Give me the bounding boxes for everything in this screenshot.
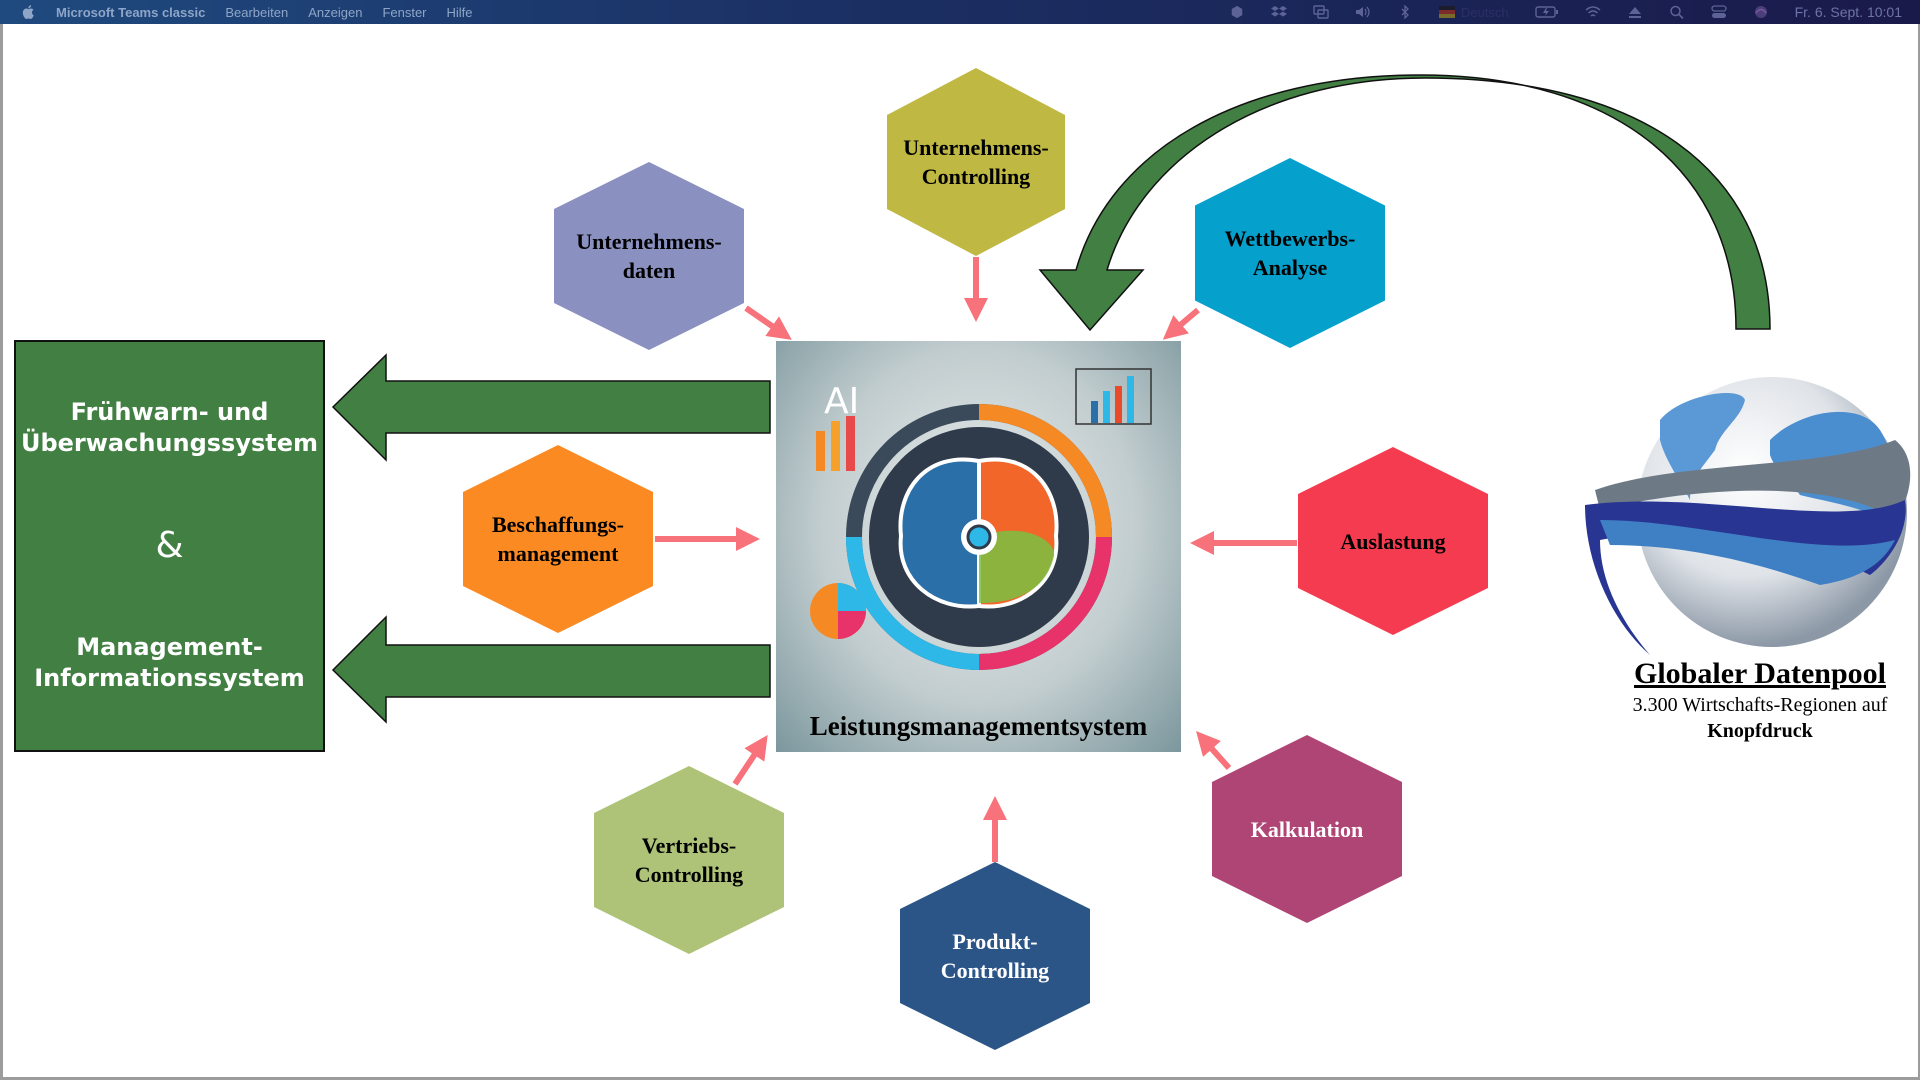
hexagon-line2: Controlling	[634, 862, 744, 887]
battery-charging-icon[interactable]	[1534, 5, 1559, 19]
menu-app-name[interactable]: Microsoft Teams classic	[56, 4, 206, 20]
output-arrow-mis	[331, 615, 771, 724]
siri-icon[interactable]	[1753, 5, 1769, 19]
hexagon-line1: Auslastung	[1340, 528, 1446, 554]
mis-line1: Management-	[76, 633, 263, 661]
fruehwarn-line2: Überwachungssystem	[20, 429, 319, 457]
center-label: Leistungsmanagementsystem	[809, 711, 1148, 741]
eject-icon[interactable]	[1627, 5, 1643, 19]
screen-mirroring-icon[interactable]	[1313, 5, 1329, 19]
fruehwarn-mis-box: Frühwarn- und Überwachungssystem & Manag…	[14, 340, 325, 752]
menu-fenster[interactable]: Fenster	[382, 4, 427, 20]
ampersand: &	[155, 525, 184, 566]
volume-icon[interactable]	[1355, 5, 1371, 19]
search-icon[interactable]	[1669, 5, 1685, 19]
ai-brain-illustration	[810, 368, 1152, 670]
hexagon-line2: daten	[622, 258, 676, 283]
hexagon-unternehmensdaten: Unternehmens-daten	[554, 162, 744, 350]
hexagon-line2: Analyse	[1252, 255, 1328, 280]
menu-bar: Microsoft Teams classic Bearbeiten Anzei…	[0, 0, 1920, 24]
apple-icon[interactable]	[22, 4, 36, 20]
global-datapool-subtitle2: Knopfdruck	[1707, 720, 1813, 742]
ai-badge: AI	[824, 381, 860, 422]
input-language: Deutsch	[1460, 4, 1509, 20]
leistungsmanagement-center: AI Leistungsmanagementsystem	[776, 341, 1181, 752]
menu-hilfe[interactable]: Hilfe	[446, 4, 473, 20]
dropbox-icon[interactable]	[1270, 5, 1287, 19]
hexagon-line1: Beschaffungs-	[491, 512, 624, 537]
hexagon-line2: management	[497, 541, 619, 566]
connector-vertriebs-controlling	[732, 735, 768, 786]
global-datapool-caption: Globaler Datenpool 3.300 Wirtschafts-Reg…	[1600, 656, 1920, 744]
mis-line2: Informationssystem	[34, 664, 305, 692]
hexagon-line1: Produkt-	[952, 929, 1038, 954]
menubar-clock[interactable]: Fr. 6. Sept. 10:01	[1794, 4, 1902, 20]
flag-germany-icon	[1438, 6, 1455, 18]
connector-wettbewerbs-analyse	[1162, 307, 1200, 340]
hexagon-line1: Unternehmens-	[576, 229, 722, 254]
control-center-icon[interactable]	[1710, 5, 1727, 19]
hexagon-line1: Vertriebs-	[641, 833, 737, 858]
global-pool-curved-arrow	[1038, 74, 1771, 332]
deepl-icon[interactable]	[1229, 5, 1245, 19]
hexagon-line2: Controlling	[921, 164, 1031, 189]
output-arrow-fruehwarn	[331, 353, 771, 462]
menu-bearbeiten[interactable]: Bearbeiten	[225, 4, 289, 20]
hexagon-line1: Wettbewerbs-	[1224, 226, 1356, 251]
wifi-icon[interactable]	[1585, 5, 1601, 19]
hexagon-line1: Unternehmens-	[903, 135, 1049, 160]
menu-anzeigen[interactable]: Anzeigen	[308, 4, 363, 20]
bluetooth-icon[interactable]	[1397, 5, 1413, 19]
global-datapool-subtitle: 3.300 Wirtschafts-Regionen auf	[1632, 694, 1888, 716]
connector-unternehmensdaten	[744, 305, 792, 340]
input-source[interactable]: Deutsch	[1438, 4, 1509, 20]
global-datapool-title[interactable]: Globaler Datenpool	[1634, 657, 1886, 690]
hexagon-line1: Kalkulation	[1250, 816, 1364, 842]
fruehwarn-line1: Frühwarn- und	[70, 398, 269, 426]
slide-frame	[0, 24, 1920, 1080]
connector-kalkulation	[1196, 731, 1232, 770]
hexagon-line2: Controlling	[940, 958, 1050, 983]
